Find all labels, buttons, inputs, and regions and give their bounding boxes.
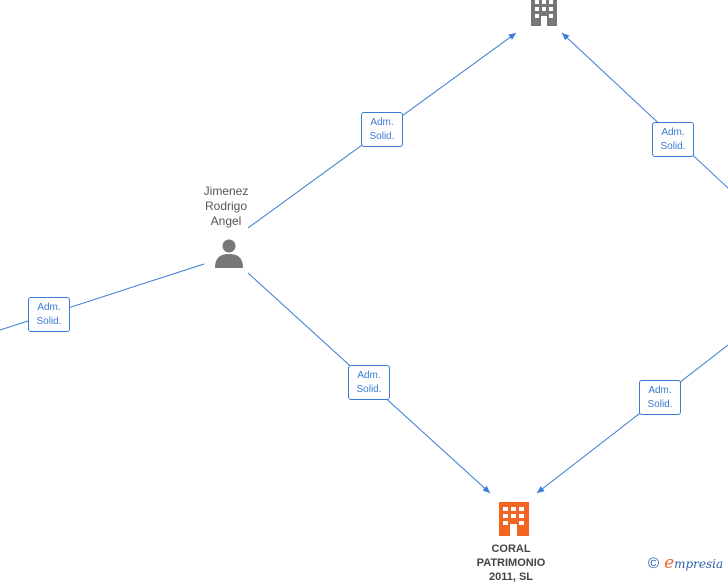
relationship-label-line: Adm. [37, 301, 61, 313]
building-icon[interactable] [499, 502, 529, 536]
relationship-label-line: Solid. [36, 315, 62, 327]
brand-rest: mpresia [674, 557, 724, 571]
relationship-label-line: Solid. [369, 130, 395, 142]
edge-right-to-top-company [561, 32, 728, 189]
brand-logo: © empresia [648, 553, 723, 573]
company-name-line: CORAL [491, 543, 531, 555]
relationship-label-line: Adm. [648, 384, 672, 396]
company-name-line: PATRIMONIO [476, 557, 546, 569]
relationship-label[interactable]: Adm. Solid. [652, 122, 694, 157]
person-name-line: Angel [210, 214, 242, 228]
company-name-line: 2011, SL [488, 571, 534, 583]
company-name[interactable]: CORAL PATRIMONIO 2011, SL [460, 542, 562, 584]
relationship-label-line: Adm. [661, 126, 685, 138]
relationship-label[interactable]: Adm. Solid. [361, 112, 403, 147]
edge-right-to-main-company [536, 344, 728, 494]
relationship-label-line: Solid. [647, 398, 673, 410]
relationship-label-line: Solid. [356, 383, 382, 395]
brand-initial: e [664, 553, 675, 573]
relationship-label[interactable]: Adm. Solid. [348, 365, 390, 400]
relationship-label[interactable]: Adm. Solid. [28, 297, 70, 332]
relationship-label-line: Solid. [660, 140, 686, 152]
relationship-label[interactable]: Adm. Solid. [639, 380, 681, 415]
person-icon[interactable] [215, 239, 243, 269]
person-name-line: Rodrigo [204, 199, 248, 213]
person-name-line: Jimenez [203, 184, 249, 198]
brand-wordmark: empresia [664, 553, 723, 573]
copyright-symbol: © [648, 554, 660, 572]
relationship-label-line: Adm. [370, 116, 394, 128]
relationship-label-line: Adm. [357, 369, 381, 381]
person-name[interactable]: Jimenez Rodrigo Angel [190, 184, 262, 229]
building-icon[interactable] [531, 0, 557, 26]
